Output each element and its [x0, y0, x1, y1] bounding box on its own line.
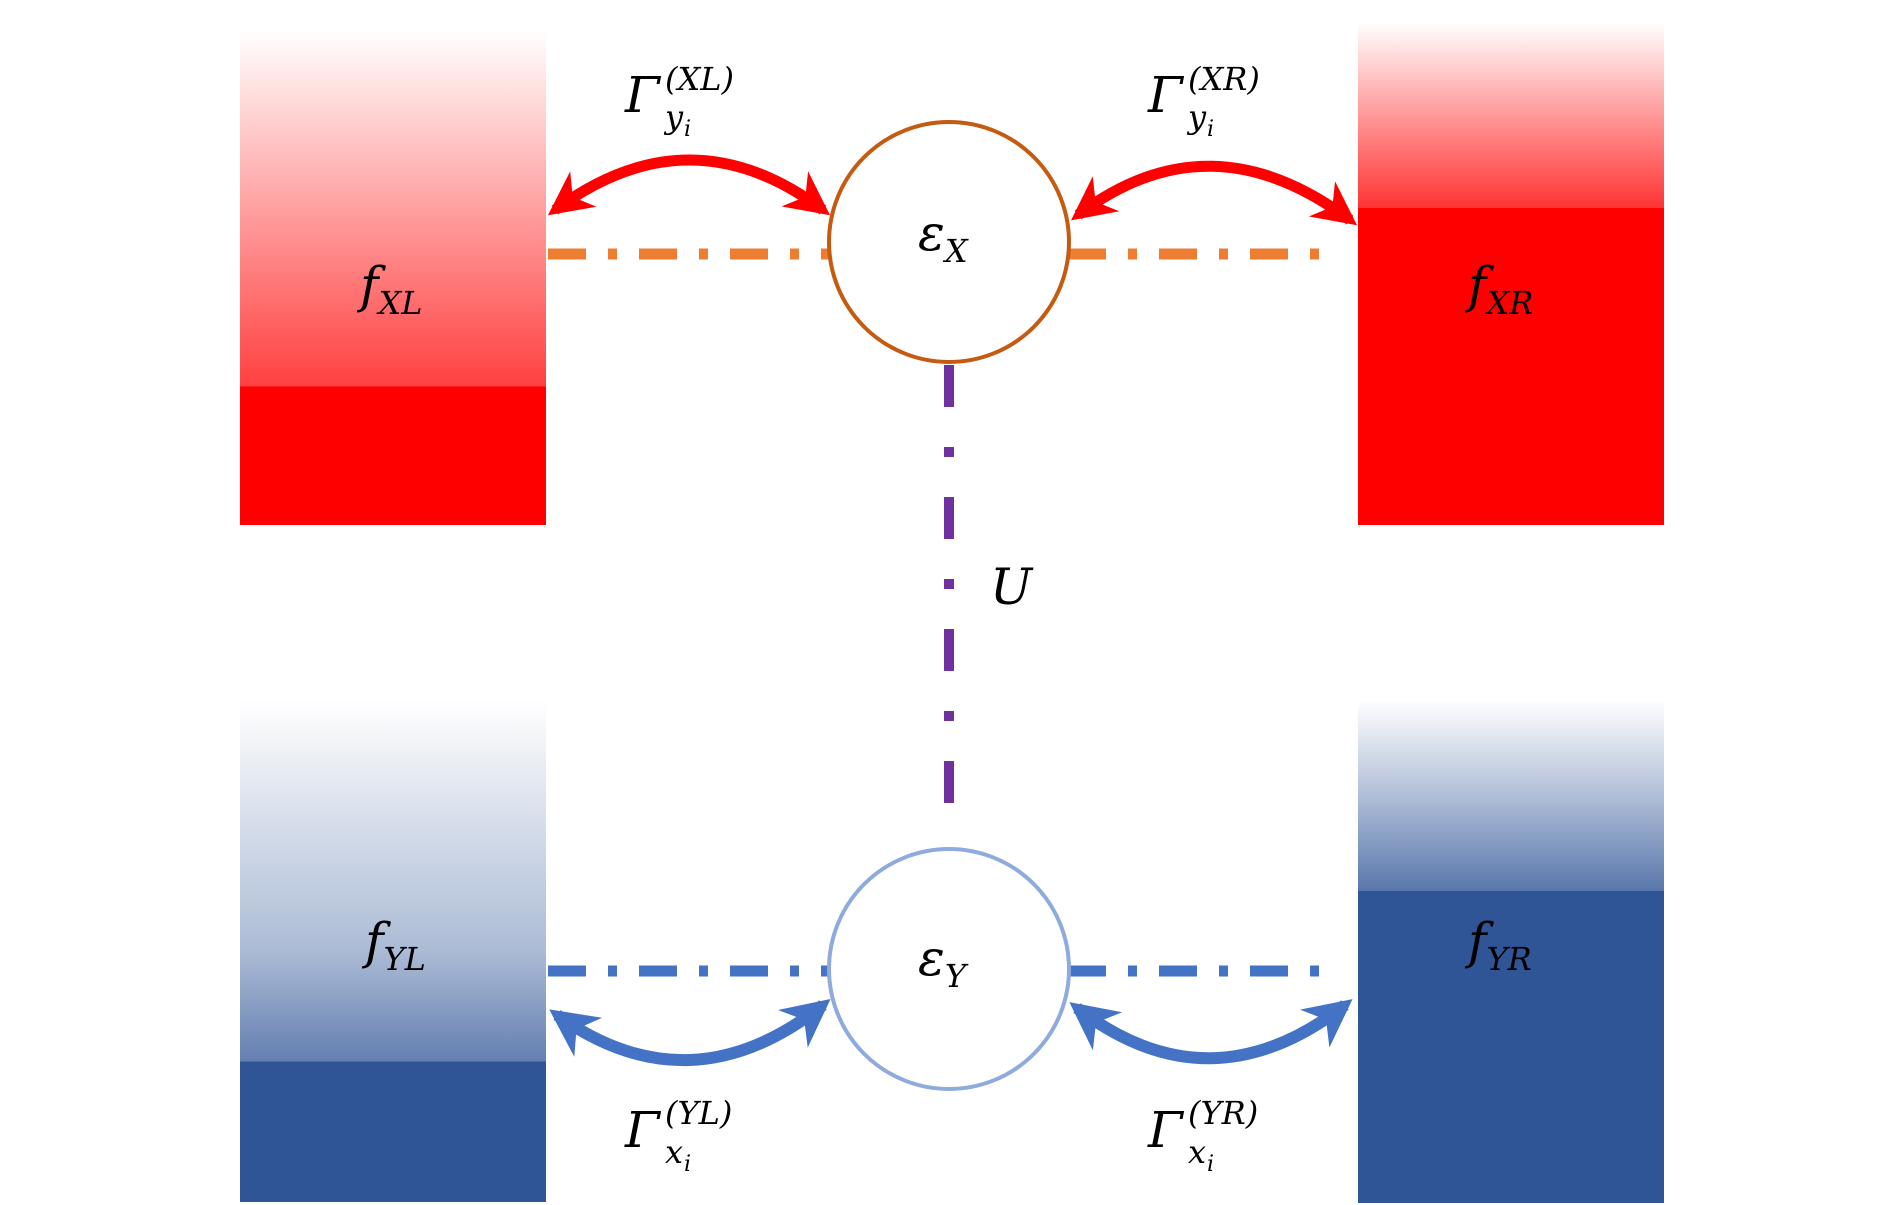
label-gamma-xr: Γ (XR) y i: [1147, 60, 1260, 142]
tunneling-arrow-xr: [1070, 160, 1358, 226]
tunneling-arrow-yr: [1069, 999, 1353, 1065]
svg-text:(YR): (YR): [1188, 1094, 1258, 1132]
svg-text:Γ: Γ: [624, 66, 662, 124]
reservoir-yl: [240, 700, 546, 1202]
dot-x: [827, 120, 1071, 364]
label-f-xl: fXL: [356, 256, 423, 322]
svg-text:Γ: Γ: [1147, 66, 1185, 124]
svg-text:x: x: [1188, 1133, 1206, 1171]
svg-text:i: i: [1207, 117, 1214, 142]
tunneling-arrow-yl: [549, 999, 831, 1066]
svg-text:Γ: Γ: [1147, 1101, 1185, 1159]
dot-y: [827, 847, 1071, 1091]
label-epsilon-x: εX: [918, 204, 969, 270]
svg-text:y: y: [663, 98, 684, 136]
label-gamma-yl: Γ (YL) x i: [624, 1094, 732, 1177]
tunneling-arrow-xl: [547, 154, 831, 216]
svg-text:i: i: [684, 1152, 691, 1177]
svg-text:(XL): (XL): [665, 60, 734, 98]
label-coupling-u: U: [990, 558, 1034, 616]
svg-text:i: i: [684, 117, 691, 142]
label-gamma-xl: Γ (XL) y i: [624, 60, 734, 142]
svg-text:y: y: [1186, 98, 1207, 136]
label-gamma-yr: Γ (YR) x i: [1147, 1094, 1258, 1177]
svg-text:Γ: Γ: [624, 1101, 662, 1159]
svg-text:(XR): (XR): [1188, 60, 1260, 98]
reservoir-yr: [1358, 700, 1664, 1203]
label-epsilon-y: εY: [918, 929, 969, 995]
reservoir-xl: [240, 30, 546, 525]
reservoir-xr: [1358, 22, 1664, 525]
svg-text:x: x: [665, 1133, 683, 1171]
svg-text:(YL): (YL): [665, 1094, 732, 1132]
svg-text:i: i: [1207, 1152, 1214, 1177]
